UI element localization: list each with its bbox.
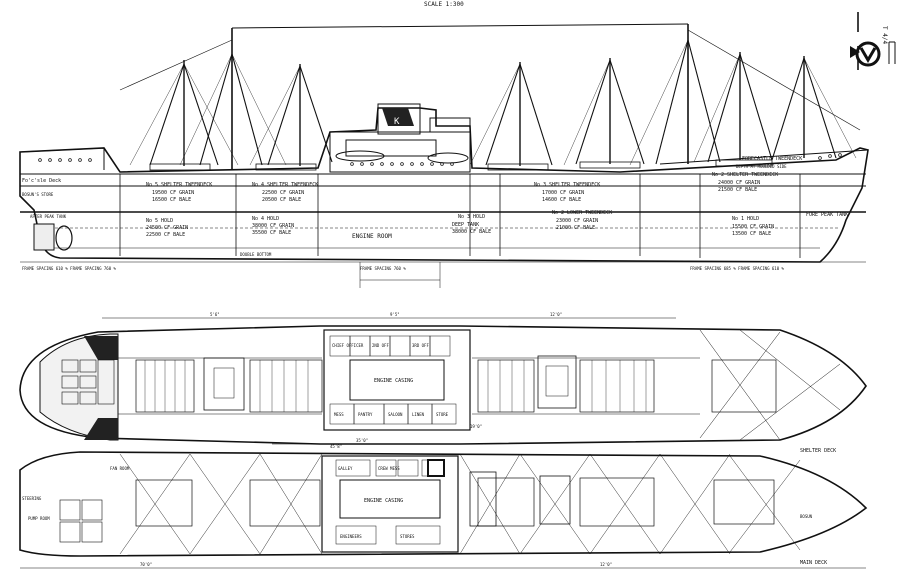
frame-spacing-mid: FRAME SPACING 760 % xyxy=(360,266,406,271)
hold-5-name: No 5 SHELTER TWEENDECK xyxy=(146,182,212,188)
main-dim-4: 45'8" xyxy=(330,444,342,449)
bosun-store-label: BOSUN'S STORE xyxy=(22,192,54,197)
hold-4-bale: 20500 CF BALE xyxy=(262,197,301,203)
fore-peak-label: FORE PEAK TANK xyxy=(806,212,848,218)
room-store: STORE xyxy=(436,412,449,417)
lower-hold-4-name: No 4 HOLD xyxy=(252,216,279,222)
frame-spacing-aft: FRAME SPACING 610 % FRAME SPACING 760 % xyxy=(22,266,117,271)
hold-5-bale: 16500 CF BALE xyxy=(152,197,191,203)
forecastle-label: Fo'c'sle Deck xyxy=(22,178,61,184)
shelter-deck-label: SHELTER DECK xyxy=(800,448,836,454)
emblem-logo xyxy=(850,12,896,70)
room-steering: STEERING xyxy=(22,496,42,501)
hold-2-bale: 21500 CF BALE xyxy=(718,187,757,193)
shelter-dim-1: 5'6" xyxy=(210,312,220,317)
lower-hold-1-bale: 13500 CF BALE xyxy=(732,231,771,237)
shelter-engine-casing: ENGINE CASING xyxy=(374,378,413,384)
room-engineers: ENGINEERS xyxy=(340,534,362,539)
shelter-dim-2: 9'5" xyxy=(390,312,400,317)
hold-4-grain: 22500 CF GRAIN xyxy=(262,190,304,196)
room-saloon: SALOON xyxy=(388,412,403,417)
shelter-dim-3: 12'0" xyxy=(550,312,562,317)
main-deck-plan: 35'0" ENGINE CASING xyxy=(19,438,868,569)
main-engine-casing: ENGINE CASING xyxy=(364,498,403,504)
portholes xyxy=(38,153,842,166)
double-bottom-label: DOUBLE BOTTOM xyxy=(240,252,272,257)
hold-2-grain: 24000 CF GRAIN xyxy=(718,180,760,186)
hold-4-name: No 4 SHELTER TWEENDECK xyxy=(252,182,318,188)
profile-view: K xyxy=(19,23,869,288)
main-dim-2: 70'0" xyxy=(140,562,152,567)
edge-label: T 4/4 xyxy=(881,26,888,44)
lower-hold-4-bale: 35500 CF BALE xyxy=(252,230,291,236)
room-crew-mess: CREW MESS xyxy=(378,466,400,471)
lower-hold-2-name: No 2 LOWER TWEENDECK xyxy=(552,210,612,216)
hold-3-bale: 14600 CF BALE xyxy=(542,197,581,203)
lower-hold-1-name: No 1 HOLD xyxy=(732,216,759,222)
room-mess: MESS xyxy=(334,412,344,417)
lower-hold-2-bale: 21000 CF BALE xyxy=(556,225,595,231)
hold-5-grain: 19500 CF GRAIN xyxy=(152,190,194,196)
rigging xyxy=(129,39,857,166)
room-linen: LINEN xyxy=(412,412,425,417)
lower-hold-3-name: No 3 HOLD xyxy=(458,214,485,220)
fwd-tweendeck-name: FORECASTLE TWEENDECK xyxy=(742,156,802,162)
hold-3-grain: 17000 CF GRAIN xyxy=(542,190,584,196)
fwd-tweendeck-note: DEPTH AT MOULDED SIDE xyxy=(736,164,787,169)
shelter-deck-plan: 5'6" 9'5" 12'0" xyxy=(19,312,867,454)
room-stores: STORES xyxy=(400,534,415,539)
engine-room-label: ENGINE ROOM xyxy=(352,233,392,240)
lower-hold-3-grain: DEEP TANK xyxy=(452,222,479,228)
lower-hold-5-name: No 5 HOLD xyxy=(146,218,173,224)
after-peak-label: AFTER PEAK TANK xyxy=(30,214,67,219)
room-pump: PUMP ROOM xyxy=(28,516,50,521)
room-pantry: PANTRY xyxy=(358,412,373,417)
lower-hold-5-bale: 22500 CF BALE xyxy=(146,232,185,238)
kingposts xyxy=(183,52,805,166)
funnel-letter: K xyxy=(394,117,400,127)
room-galley: GALLEY xyxy=(338,466,353,471)
frame-spacing-fwd: FRAME SPACING 685 % FRAME SPACING 610 % xyxy=(690,266,785,271)
main-dim-1: 35'0" xyxy=(356,438,368,443)
room-fan: FAN ROOM xyxy=(110,466,130,471)
derrick-booms xyxy=(149,39,837,166)
room-2nd-off: 2ND OFF xyxy=(372,343,389,348)
hold-3-name: No 3 SHELTER TWEENDECK xyxy=(534,182,600,188)
room-3rd-off: 3RD OFF xyxy=(412,343,429,348)
lower-hold-3-bale: 38000 CF BALE xyxy=(452,229,491,235)
lower-hold-4-grain: 38000 CF GRAIN xyxy=(252,223,294,229)
shelter-dim-4: 19'0" xyxy=(470,424,482,429)
main-dim-3: 12'0" xyxy=(600,562,612,567)
scale-label: SCALE 1:300 xyxy=(424,1,464,8)
lower-hold-1-grain: 15500 CF GRAIN xyxy=(732,224,774,230)
room-chief-officer: CHIEF OFFICER xyxy=(332,343,364,348)
lower-hold-2-grain: 23000 CF GRAIN xyxy=(556,218,598,224)
room-bosun: BOSUN xyxy=(800,514,813,519)
hold-2-name: No 2 SHELTER TWEENDECK xyxy=(712,172,778,178)
lower-hold-5-grain: 24500 CF GRAIN xyxy=(146,225,188,231)
main-deck-label: MAIN DECK xyxy=(800,560,827,566)
